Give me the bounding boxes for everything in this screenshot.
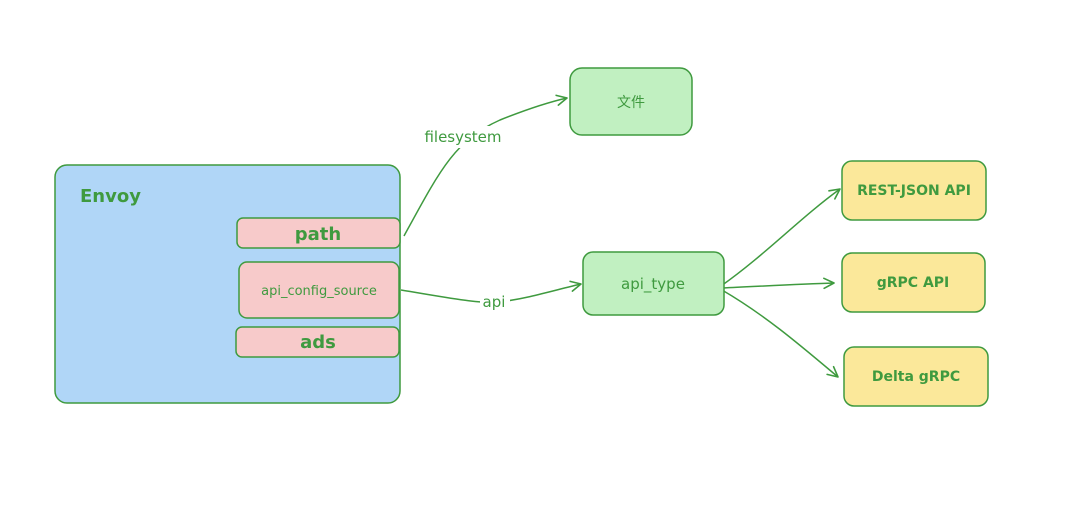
delta-grpc-label: Delta gRPC xyxy=(872,369,960,385)
edge-apitype-to-delta xyxy=(721,289,839,378)
edge-label-api: api xyxy=(483,293,506,311)
rest-json-api-label: REST-JSON API xyxy=(857,183,971,199)
field-api-config-source-label: api_config_source xyxy=(261,284,377,299)
edge-labels: filesystem api xyxy=(422,126,510,312)
file-label: 文件 xyxy=(617,95,645,111)
field-path-box[interactable] xyxy=(236,217,401,249)
grpc-api-box[interactable] xyxy=(841,252,986,313)
field-ads-label: ads xyxy=(300,332,336,353)
edge-apitype-to-grpc xyxy=(721,277,835,290)
edge-label-api-bg xyxy=(480,292,510,312)
field-path-label: path xyxy=(295,224,341,245)
edges xyxy=(400,94,841,378)
field-ads-box[interactable] xyxy=(235,326,400,358)
api-type-label: api_type xyxy=(621,275,685,294)
edge-label-filesystem: filesystem xyxy=(424,128,501,146)
delta-grpc-box[interactable] xyxy=(843,346,989,407)
field-api-config-source-box[interactable] xyxy=(238,261,400,319)
file-box[interactable] xyxy=(569,67,693,136)
envoy-label: Envoy xyxy=(80,186,141,207)
edge-path-to-file xyxy=(403,94,568,237)
api-type-box[interactable] xyxy=(582,251,725,316)
edge-label-filesystem-bg xyxy=(422,126,504,148)
rest-json-api-box[interactable] xyxy=(841,160,987,221)
edge-apitype-to-rest xyxy=(720,188,841,287)
grpc-api-label: gRPC API xyxy=(877,275,950,291)
